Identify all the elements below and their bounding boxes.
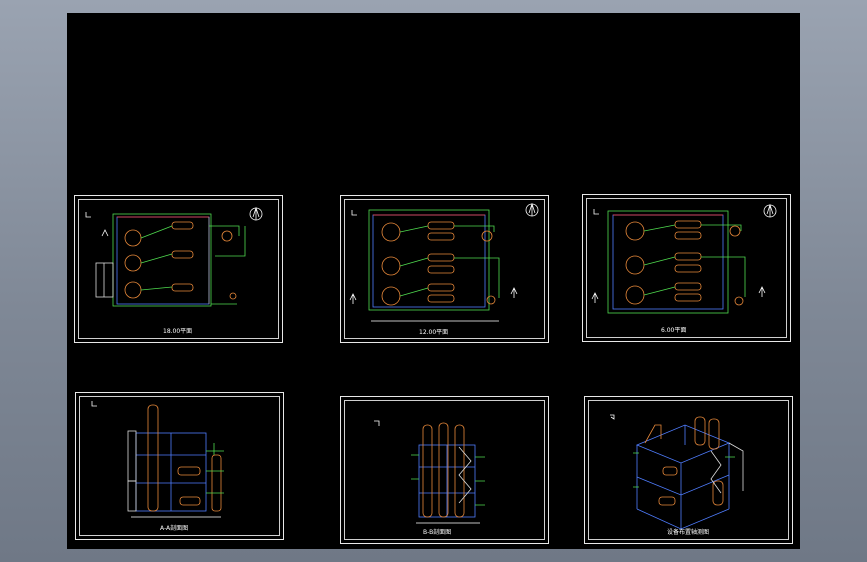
drawing-sheet-plan-mid: 12.00平面: [340, 195, 549, 343]
sheet-inner-frame: [586, 198, 787, 338]
sheet-caption: A-A剖面图: [160, 525, 189, 532]
isometric-drawing: [610, 414, 744, 530]
plan-top-drawing: [85, 206, 263, 307]
drawing-sheet-plan-top: 18.00平面: [74, 195, 283, 343]
sheet-inner-frame: [79, 396, 280, 536]
sheet-caption: 12.00平面: [419, 329, 449, 336]
drawing-sheet-isometric: 设备布置轴测图: [584, 396, 793, 544]
cad-drawing-canvas[interactable]: 18.00平面: [67, 13, 800, 549]
sheet-caption: 设备布置轴测图: [667, 529, 710, 536]
sheet-inner-frame: [588, 400, 789, 540]
section-b-drawing: [374, 420, 485, 524]
drawing-sheet-section-a: A-A剖面图: [75, 392, 284, 540]
sheet-inner-frame: [344, 199, 545, 339]
sheet-caption: 6.00平面: [661, 327, 687, 334]
sheet-caption: 18.00平面: [163, 328, 193, 335]
plan-mid-drawing: [349, 202, 539, 322]
plan-low-drawing: [591, 203, 777, 314]
sheet-inner-frame: [78, 199, 279, 339]
drawing-sheet-plan-low: 6.00平面: [582, 194, 791, 342]
drawing-sheet-section-b: B-B剖面图: [340, 396, 549, 544]
sheet-inner-frame: [344, 400, 545, 540]
sheet-caption: B-B剖面图: [423, 529, 452, 536]
section-a-drawing: [91, 401, 224, 518]
